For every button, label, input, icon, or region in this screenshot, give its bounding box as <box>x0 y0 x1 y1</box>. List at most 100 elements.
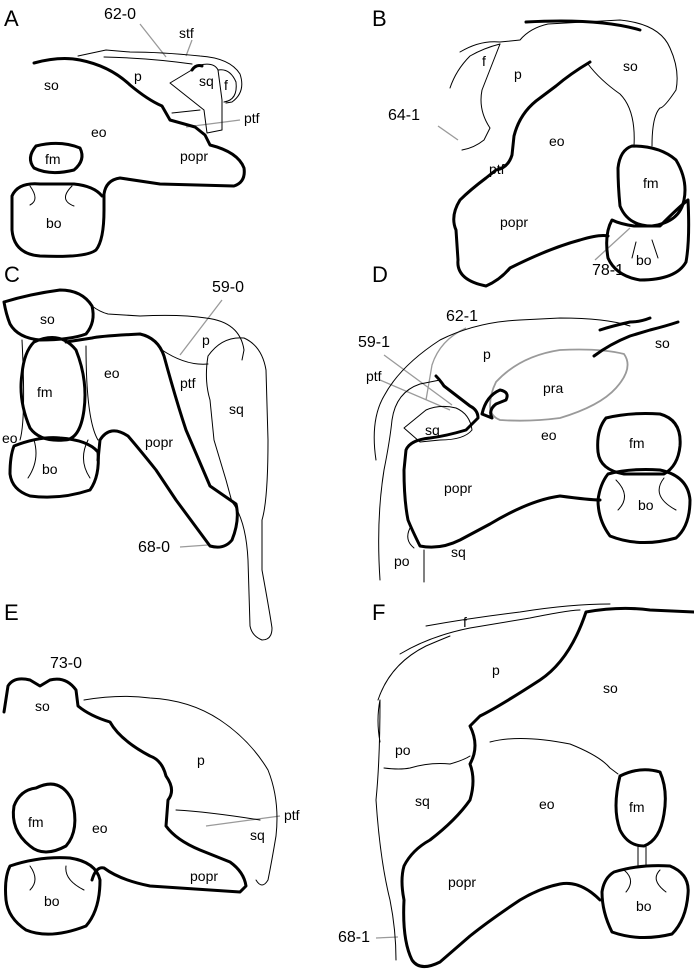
panel-c-popr-outline <box>64 332 239 549</box>
panel-c-squamosal <box>205 337 273 641</box>
panel-d-popr-outline <box>402 374 602 549</box>
panel-b-label-popr: popr <box>500 214 528 230</box>
panel-f-sq-suture <box>383 755 471 770</box>
panel-e-letter: E <box>4 600 19 625</box>
panel-f-label-eo: eo <box>539 796 555 812</box>
panel-f-frontal-outline <box>425 603 611 627</box>
panel-c-foramen-magnum <box>19 336 87 442</box>
panel-d-label-bo: bo <box>638 497 654 513</box>
panel-d-basioccipital <box>596 468 692 545</box>
panel-a-label-p: p <box>134 68 142 84</box>
panel-e-label-popr: popr <box>190 868 218 884</box>
panel-f-character-label: 68-1 <box>338 929 370 946</box>
panel-f-foramen-magnum <box>614 768 667 848</box>
panel-f-label-so: so <box>603 680 618 696</box>
panel-b-character-label-1: 64-1 <box>388 107 420 124</box>
panel-b-label-f: f <box>482 53 486 69</box>
panel-e-parietal-outline <box>83 695 278 886</box>
panel-f-basioccipital <box>600 864 690 939</box>
panel-e-label-ptf: ptf <box>284 807 300 823</box>
panel-e-label-sq: sq <box>250 827 265 843</box>
panel-a: A 62-0 so p stf sq f ptf eo fm popr bo <box>4 6 260 258</box>
panel-a-label-f: f <box>224 77 228 93</box>
panel-b-letter: B <box>372 6 387 31</box>
panel-d-supraoccipital <box>592 316 680 358</box>
panel-c-character-label-2: 68-0 <box>138 539 170 556</box>
panel-d-label-sq-2: sq <box>451 544 466 560</box>
panel-d-foramen-magnum <box>596 412 682 476</box>
panel-c-leader-59-0 <box>179 299 223 356</box>
panel-a-label-stf: stf <box>179 25 194 41</box>
panel-a-leader-stf <box>185 39 193 57</box>
panel-c-supraoccipital <box>2 288 95 342</box>
panel-e-label-eo: eo <box>92 820 108 836</box>
panel-d-label-eo: eo <box>541 427 557 443</box>
panel-f-label-fm: fm <box>629 799 645 815</box>
panel-a-foramen-magnum <box>29 141 84 175</box>
panel-a-label-bo: bo <box>46 215 62 231</box>
panel-c-label-so: so <box>40 311 55 327</box>
panel-d-postorbital <box>378 379 441 581</box>
panel-e-label-bo: bo <box>44 893 60 909</box>
panel-f-label-po: po <box>395 742 411 758</box>
panel-d-letter: D <box>372 262 388 287</box>
panel-a-stf-line <box>103 56 193 65</box>
panel-a-letter: A <box>4 6 19 31</box>
panel-a-label-so: so <box>44 77 59 93</box>
panel-a-leader-62-0 <box>139 23 167 58</box>
panel-c-letter: C <box>4 262 20 287</box>
panel-b-character-label-2: 78-1 <box>592 262 624 279</box>
panel-e-label-fm: fm <box>28 814 44 830</box>
panel-f-label-bo: bo <box>636 898 652 914</box>
panel-e-bo-sutures <box>29 865 85 891</box>
panel-f-label-popr: popr <box>448 874 476 890</box>
panel-f-po-outline <box>377 635 451 701</box>
panel-f-bo-sutures <box>623 869 667 893</box>
panel-a-popr-outline <box>10 57 246 258</box>
panel-a-sq-top <box>190 64 204 72</box>
panel-e-basioccipital <box>4 856 102 936</box>
panel-f-p-outline <box>399 609 581 655</box>
panel-d: D 62-1 59-1 p so ptf pra sq eo fm popr b… <box>358 262 692 583</box>
panel-c-sutures <box>19 339 99 479</box>
panel-c-basioccipital <box>8 436 100 499</box>
panel-b-p-outline <box>461 43 501 151</box>
panel-c: C 59-0 68-0 so p fm eo eo ptf sq bo popr <box>2 262 273 641</box>
panel-a-label-fm: fm <box>45 151 61 167</box>
panel-b-leader-64-1 <box>437 125 459 141</box>
panel-a-bo-sutures <box>29 185 75 207</box>
panel-c-label-eo: eo <box>104 365 120 381</box>
panel-d-character-label-1: 62-1 <box>446 308 478 325</box>
panel-f-label-sq: sq <box>415 793 430 809</box>
panel-e: E 73-0 so p ptf fm eo sq bo popr <box>2 600 300 936</box>
panel-a-character-label: 62-0 <box>104 6 136 23</box>
panel-b-f-outline <box>449 43 501 89</box>
panel-c-label-eo-2: eo <box>2 430 18 446</box>
panel-a-label-sq: sq <box>199 73 214 89</box>
panel-b-suture <box>587 63 635 147</box>
panel-d-label-popr: popr <box>444 480 472 496</box>
panel-d-label-so: so <box>655 335 670 351</box>
panel-d-bo-sutures <box>615 477 677 511</box>
panel-a-label-popr: popr <box>180 148 208 164</box>
panel-d-squamosal <box>403 405 473 443</box>
panel-e-character-label: 73-0 <box>50 655 82 672</box>
panel-e-label-p: p <box>197 752 205 768</box>
panel-b-label-ptf: ptf <box>489 161 505 177</box>
panel-d-label-po: po <box>394 553 410 569</box>
panel-b-label-bo: bo <box>636 252 652 268</box>
panel-a-f-outline <box>217 69 237 103</box>
panel-c-label-p: p <box>202 332 210 348</box>
panel-b-basioccipital <box>605 198 691 282</box>
panel-f: F 68-1 f p so po sq eo fm popr bo <box>338 600 694 968</box>
panel-c-label-popr: popr <box>145 434 173 450</box>
panel-b-leader-78-1 <box>594 227 631 261</box>
panel-b-label-so: so <box>623 58 638 74</box>
panel-c-label-sq: sq <box>229 401 244 417</box>
panel-d-leader-ptf <box>379 379 451 411</box>
panel-a-label-ptf: ptf <box>244 110 260 126</box>
panel-b-bo-sutures <box>631 239 659 259</box>
panel-e-label-so: so <box>35 698 50 714</box>
panel-c-character-label-1: 59-0 <box>212 279 244 296</box>
